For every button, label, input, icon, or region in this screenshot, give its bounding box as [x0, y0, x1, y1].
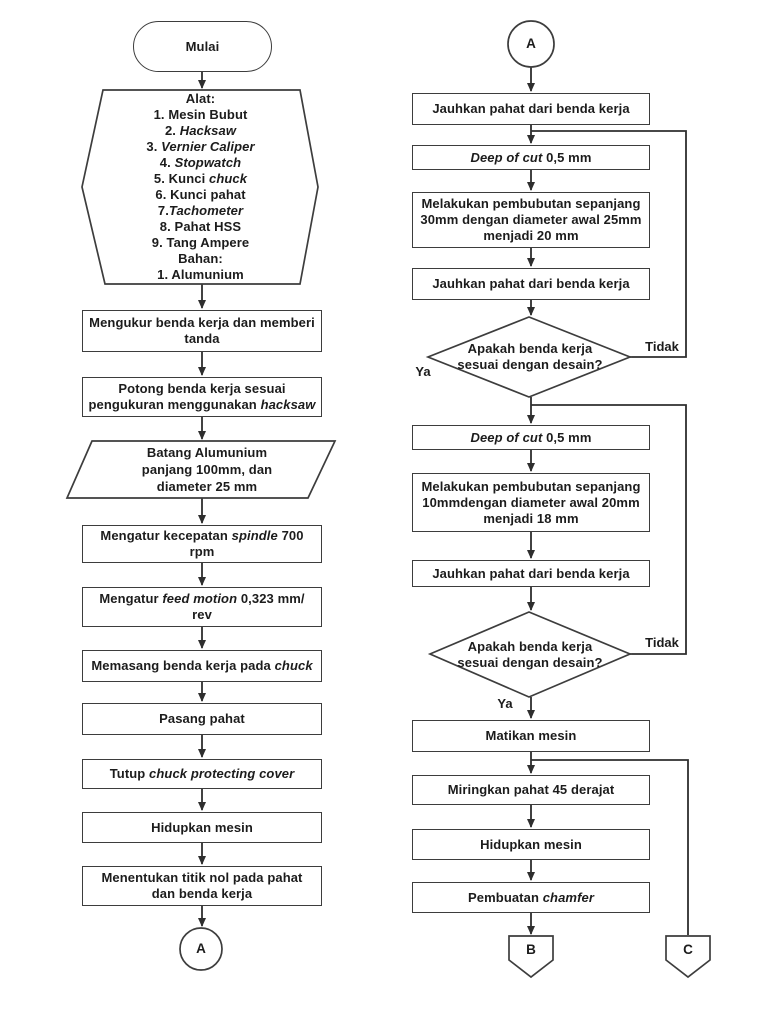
flow-arrows: [198, 67, 689, 935]
process-hidupkan-mesin-2: Hidupkan mesin: [412, 829, 650, 860]
process-miringkan-pahat: Miringkan pahat 45 derajat: [412, 775, 650, 805]
terminator-mulai: Mulai: [133, 21, 272, 72]
offpage-connector-c-label: C: [683, 942, 693, 957]
process-deep-of-cut-2: Deep of cut 0,5 mm: [412, 425, 650, 450]
process-matikan-mesin: Matikan mesin: [412, 720, 650, 752]
label-ya-2: Ya: [497, 696, 513, 711]
process-tutup-chuck-cover: Tutup chuck protecting cover: [82, 759, 322, 789]
preparation-hexagon: [81, 89, 319, 285]
process-deep-of-cut-1: Deep of cut 0,5 mm: [412, 145, 650, 170]
label-tidak-1: Tidak: [645, 339, 679, 354]
offpage-connector-c-shape: [665, 935, 711, 979]
label-ya-1: Ya: [415, 364, 431, 379]
label-tidak-2: Tidak: [645, 635, 679, 650]
process-jauhkan-pahat-3: Jauhkan pahat dari benda kerja: [412, 560, 650, 587]
io-parallelogram: [65, 440, 337, 499]
connector-a-left-label: A: [196, 941, 206, 956]
offpage-connector-b-label: B: [526, 942, 536, 957]
process-jauhkan-pahat-1: Jauhkan pahat dari benda kerja: [412, 93, 650, 125]
process-pembuatan-chamfer: Pembuatan chamfer: [412, 882, 650, 913]
connector-a-right-circle: [507, 20, 555, 68]
offpage-connector-b-shape: [508, 935, 554, 979]
decision-diamond-2: [427, 611, 633, 698]
branch-to-c: [531, 759, 689, 935]
process-jauhkan-pahat-2: Jauhkan pahat dari benda kerja: [412, 268, 650, 300]
loop-tidak-2: [531, 404, 687, 655]
connector-a-right-label: A: [526, 36, 536, 51]
process-hidupkan-mesin-1: Hidupkan mesin: [82, 812, 322, 843]
decision-diamond-1: [425, 316, 633, 398]
loop-tidak-1: [531, 130, 687, 358]
connector-a-left-circle: [179, 927, 223, 971]
process-mengatur-feed-motion: Mengatur feed motion 0,323 mm/rev: [82, 587, 322, 627]
process-memasang-benda-kerja: Memasang benda kerja pada chuck: [82, 650, 322, 682]
process-pasang-pahat: Pasang pahat: [82, 703, 322, 735]
